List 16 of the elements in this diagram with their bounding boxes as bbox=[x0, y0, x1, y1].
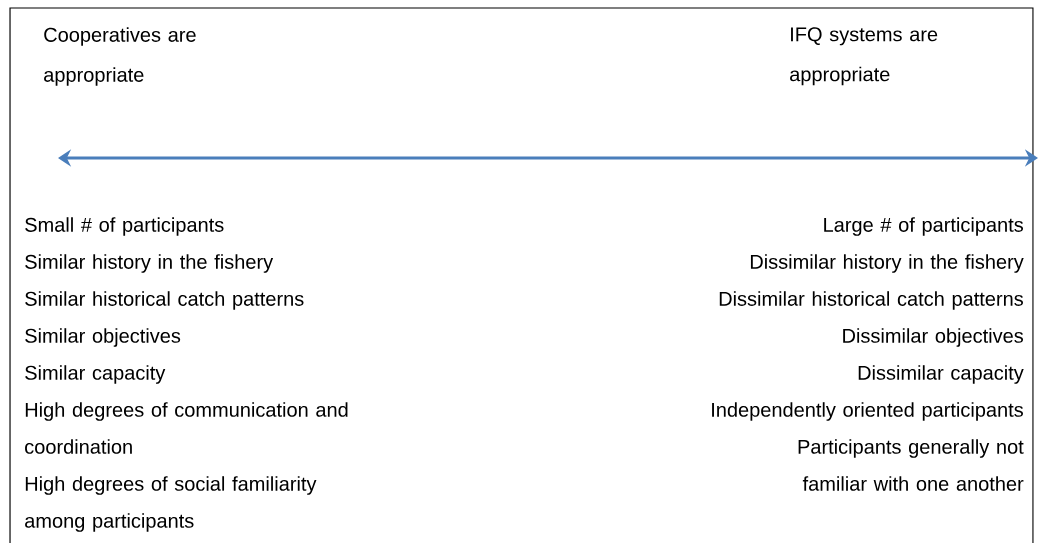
list-item: High degrees of communication and coordination bbox=[25, 402, 348, 454]
list-item: Dissimilar historical catch patterns bbox=[719, 291, 1023, 310]
list-item: Participants generally not familiar with one another bbox=[798, 439, 1024, 491]
heading: Cooperatives are appropriate bbox=[44, 27, 196, 86]
list-item: Similar history in the fishery bbox=[25, 254, 274, 273]
list-item: Independently oriented participants bbox=[712, 402, 1023, 421]
list-item: Small # of participants bbox=[25, 217, 224, 236]
list-item: Similar historical catch patterns bbox=[25, 291, 304, 310]
list-item: Similar objectives bbox=[25, 328, 181, 347]
list-item: Large # of participants bbox=[824, 217, 1023, 236]
list-item: Dissimilar history in the fishery bbox=[750, 254, 1024, 273]
heading: IFQ systems are appropriate bbox=[790, 27, 938, 86]
list-item: Similar capacity bbox=[25, 365, 166, 384]
list-item: Dissimilar capacity bbox=[858, 365, 1024, 384]
list-item: Dissimilar objectives bbox=[843, 328, 1023, 347]
list-item: High degrees of social familiarity among participants bbox=[25, 476, 317, 532]
